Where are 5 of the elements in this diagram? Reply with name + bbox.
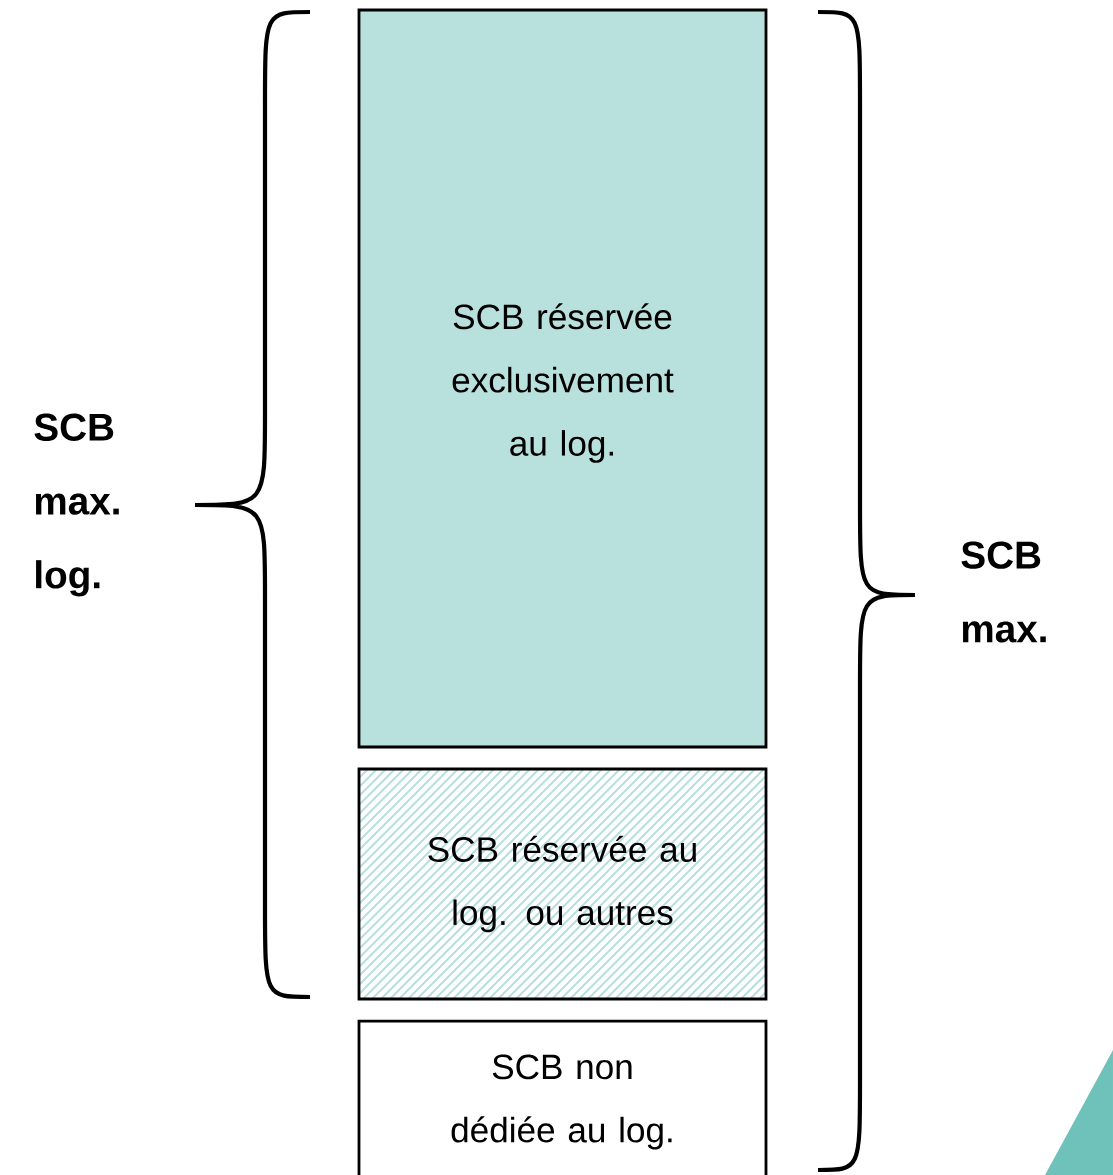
stacked-box: SCB réservée exclusivement au log. <box>357 8 768 749</box>
brace-label: SCB max. log. <box>34 413 119 597</box>
stacked-box: SCB réservée au log. ou autres <box>357 767 768 1001</box>
brace-label: SCB max. <box>961 541 1046 643</box>
stacked-box: SCB non dédiée au log. <box>357 1019 768 1175</box>
